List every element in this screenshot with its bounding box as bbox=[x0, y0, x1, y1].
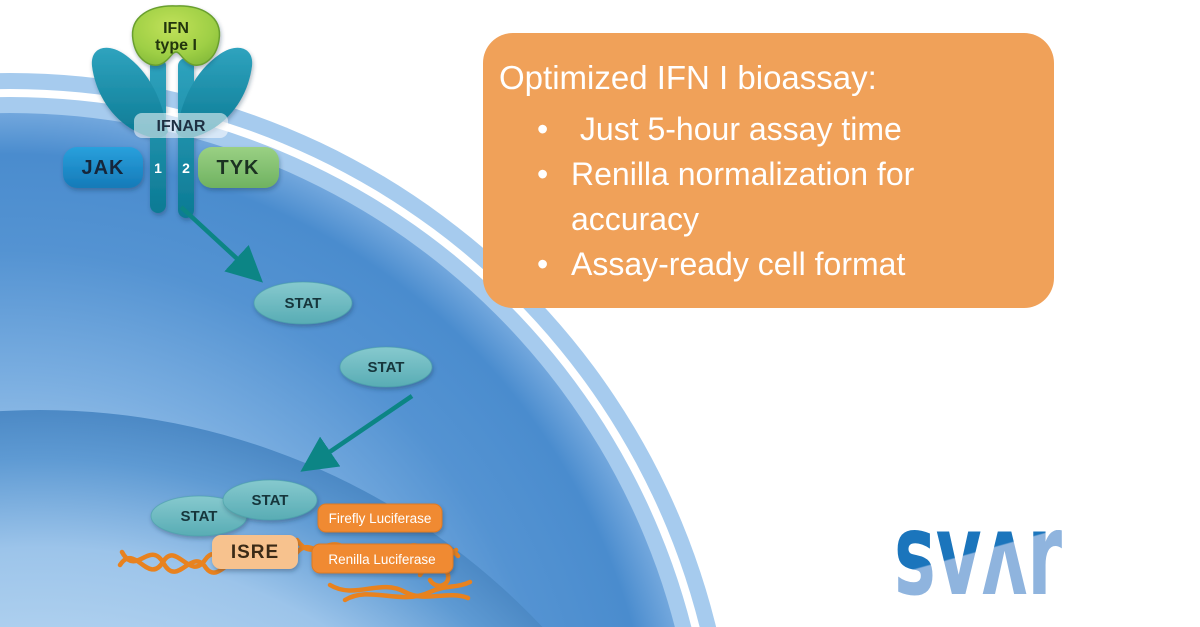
stat-ellipse-2: STAT bbox=[339, 346, 433, 388]
svar-logo-text: svʌr bbox=[894, 512, 1062, 607]
renilla-luciferase-label: Renilla Luciferase bbox=[328, 552, 435, 567]
benefit-item: Renilla normalization for accuracy bbox=[535, 152, 1015, 242]
ifnar-label-bar: IFNAR bbox=[134, 113, 228, 138]
benefits-list: Just 5-hour assay time Renilla normaliza… bbox=[535, 107, 1015, 287]
benefit-item: Just 5-hour assay time bbox=[535, 107, 1015, 152]
panel-heading: Optimized IFN I bioassay: bbox=[499, 59, 877, 96]
subunit-1-label: 1 bbox=[154, 160, 162, 176]
benefit-item: Assay-ready cell format bbox=[535, 242, 1015, 287]
jak-badge: JAK bbox=[63, 147, 143, 188]
subunit-2-label: 2 bbox=[182, 160, 190, 176]
jak-label: JAK bbox=[81, 157, 124, 179]
ifn-label-line2: type I bbox=[155, 37, 197, 54]
stat-label: STAT bbox=[368, 359, 405, 376]
ifnar-label: IFNAR bbox=[157, 118, 206, 135]
isre-label: ISRE bbox=[231, 542, 279, 563]
signal-arrow-2 bbox=[300, 394, 414, 472]
stat-ellipse-3: STAT bbox=[150, 495, 248, 537]
tyk-badge: TYK bbox=[198, 147, 279, 188]
stat-label: STAT bbox=[285, 295, 322, 312]
ifn-label-line1: IFN bbox=[163, 20, 189, 37]
stat-ellipse-1: STAT bbox=[253, 281, 353, 325]
stat-label: STAT bbox=[252, 492, 289, 509]
benefits-panel: Optimized IFN I bioassay: Just 5-hour as… bbox=[483, 33, 1054, 308]
stat-ellipse-4: STAT bbox=[222, 479, 318, 521]
tyk-label: TYK bbox=[217, 157, 260, 179]
signal-arrow-1 bbox=[179, 205, 263, 283]
ifn-ligand: IFN type I bbox=[131, 5, 221, 66]
isre-box: ISRE bbox=[212, 535, 298, 569]
firefly-luciferase-label: Firefly Luciferase bbox=[329, 511, 432, 526]
stat-label: STAT bbox=[181, 508, 218, 525]
svar-logo: svʌr bbox=[894, 512, 1062, 607]
renilla-luciferase-box: Renilla Luciferase bbox=[311, 543, 454, 574]
firefly-luciferase-box: Firefly Luciferase bbox=[317, 503, 443, 533]
